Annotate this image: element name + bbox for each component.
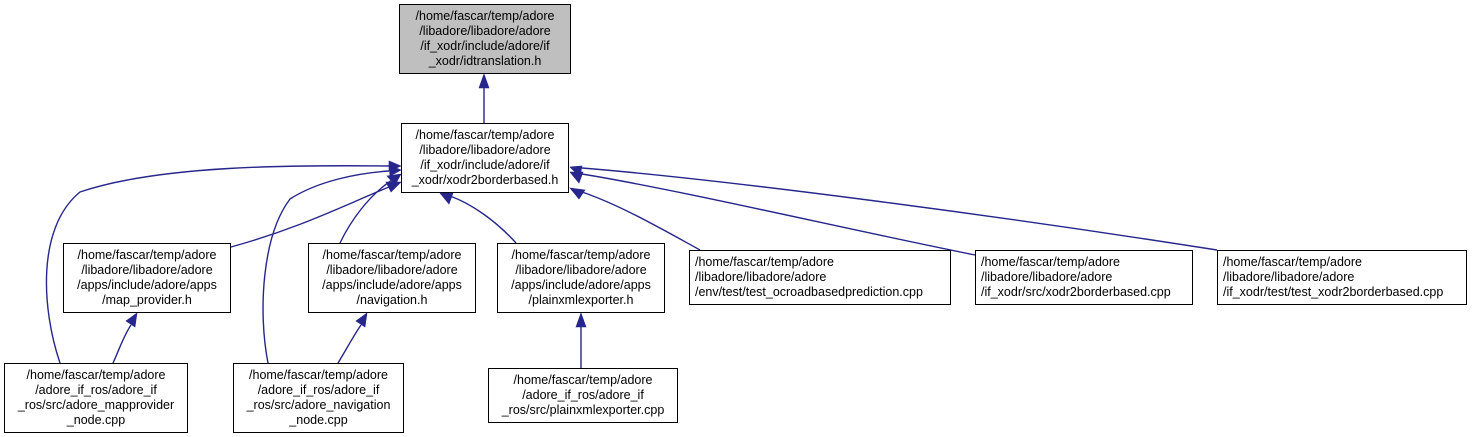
edge-mapprovider-node-to-map-provider-arrowhead [125, 312, 138, 328]
map-provider-header-node-line-3: /apps/include/adore/apps [77, 278, 217, 292]
edge-map-provider-to-xodr2borderbased-line [230, 186, 390, 248]
edge-map-provider-to-xodr2borderbased-arrowhead [385, 181, 402, 193]
plainxmlexporter-source-node[interactable]: /home/fascar/temp/adore/adore_if_ros/ado… [488, 368, 678, 423]
edge-plainxmlexporter-to-xodr2borderbased [439, 192, 517, 244]
map-provider-header-node-line-1: /home/fascar/temp/adore [77, 247, 217, 262]
xodr2borderbased-source-node[interactable]: /home/fascar/temp/adore/libadore/libador… [975, 250, 1193, 305]
plainxmlexporter-source-node-line-3: _ros/src/plainxmlexporter.cpp [501, 403, 665, 418]
xodr2borderbased-source-node-line-3: /if_xodr/src/xodr2borderbased.cpp [981, 285, 1171, 300]
test-xodr2borderbased-source-node-line-1: /home/fascar/temp/adore [1223, 254, 1362, 269]
xodr2borderbased-source-node-line-1: /home/fascar/temp/adore [981, 254, 1120, 269]
adore-navigation-node-source-node-line-3: _ros/src/adore_navigation [246, 398, 391, 412]
plainxmlexporter-source-node-line-1: /home/fascar/temp/adore [513, 372, 653, 387]
edge-navigation-to-xodr2borderbased-arrowhead [386, 173, 402, 186]
xodr2borderbased-source-node-line-2: /libadore/libadore/adore [981, 269, 1113, 284]
idtranslation-header-node-line-3: /if_xodr/include/adore/if [420, 39, 550, 53]
edge-plainxmlexporter-to-xodr2borderbased-line [449, 195, 517, 244]
plainxmlexporter-source-node-line-2: /adore_if_ros/adore_if [522, 387, 644, 402]
edge-navigation-to-xodr2borderbased-line [339, 179, 393, 244]
edge-test-ocroadbasedprediction-to-xodr2borderbased-line [581, 191, 701, 251]
edge-xodr2borderbased-to-idtranslation [478, 73, 490, 123]
map-provider-header-node-line-4: /map_provider.h [102, 293, 192, 308]
edge-xodr2borderbased-to-idtranslation-arrowhead [478, 73, 490, 89]
edge-map-provider-to-xodr2borderbased [230, 181, 402, 248]
navigation-header-node-line-3: /apps/include/adore/apps [322, 278, 462, 292]
xodr2borderbased-header-node-line-1: /home/fascar/temp/adore [415, 127, 555, 142]
edge-mapprovider-node-to-map-provider-line [112, 324, 132, 364]
plainxmlexporter-header-node-line-4: /plainxmlexporter.h [528, 293, 634, 308]
adore-navigation-node-source-node-line-2: /adore_if_ros/adore_if [257, 382, 380, 397]
test-xodr2borderbased-source-node[interactable]: /home/fascar/temp/adore/libadore/libador… [1217, 250, 1467, 305]
plainxmlexporter-header-node-line-1: /home/fascar/temp/adore [511, 247, 651, 262]
idtranslation-header-node[interactable]: /home/fascar/temp/adore/libadore/libador… [399, 4, 571, 74]
edge-mapprovider-node-to-xodr2borderbased-arrowhead [388, 160, 402, 172]
edge-navigation-node-to-navigation-line [337, 324, 362, 364]
navigation-header-node[interactable]: /home/fascar/temp/adore/libadore/libador… [308, 243, 476, 313]
edge-xodr2borderbased-cpp-to-xodr2borderbased-arrowhead [569, 171, 584, 184]
edge-test-xodr2borderbased-to-xodr2borderbased-line [581, 167, 1218, 251]
navigation-header-node-line-4: /navigation.h [356, 293, 428, 308]
edge-navigation-to-xodr2borderbased [339, 173, 402, 244]
test-xodr2borderbased-source-node-line-2: /libadore/libadore/adore [1223, 269, 1355, 284]
navigation-header-node-line-2: /libadore/libadore/adore [326, 262, 458, 277]
map-provider-header-node[interactable]: /home/fascar/temp/adore/libadore/libador… [63, 243, 231, 313]
xodr2borderbased-header-node[interactable]: /home/fascar/temp/adore/libadore/libador… [401, 123, 569, 193]
idtranslation-header-node-line-4: _xodr/idtranslation.h [428, 54, 542, 69]
test-ocroadbasedprediction-source-node[interactable]: /home/fascar/temp/adore/libadore/libador… [689, 250, 951, 305]
adore-mapprovider-node-source-node-line-1: /home/fascar/temp/adore [26, 367, 166, 382]
edge-test-ocroadbasedprediction-to-xodr2borderbased-arrowhead [569, 187, 586, 200]
edge-navigation-node-to-navigation-arrowhead [355, 312, 368, 328]
adore-mapprovider-node-source-node-line-3: _ros/src/adore_mapprovider [17, 398, 175, 412]
edge-test-xodr2borderbased-to-xodr2borderbased-arrowhead [569, 165, 583, 178]
plainxmlexporter-header-node[interactable]: /home/fascar/temp/adore/libadore/libador… [497, 243, 665, 313]
edge-plainxmlexporter-cpp-to-plainxmlexporter-h-arrowhead [575, 312, 587, 328]
adore-mapprovider-node-source-node-line-4: _node.cpp [66, 413, 126, 428]
test-ocroadbasedprediction-source-node-line-1: /home/fascar/temp/adore [695, 254, 834, 269]
test-ocroadbasedprediction-source-node-line-3: /env/test/test_ocroadbasedprediction.cpp [695, 285, 923, 300]
edge-navigation-node-to-navigation [337, 312, 368, 364]
test-xodr2borderbased-source-node-line-3: /if_xodr/test/test_xodr2borderbased.cpp [1223, 285, 1444, 300]
adore-navigation-node-source-node[interactable]: /home/fascar/temp/adore/adore_if_ros/ado… [233, 363, 404, 433]
edge-navigation-node-to-xodr2borderbased-arrowhead [388, 164, 402, 177]
plainxmlexporter-header-node-line-3: /apps/include/adore/apps [511, 278, 651, 292]
map-provider-header-node-line-2: /libadore/libadore/adore [81, 262, 213, 277]
idtranslation-header-node-line-1: /home/fascar/temp/adore [415, 8, 555, 23]
adore-mapprovider-node-source-node[interactable]: /home/fascar/temp/adore/adore_if_ros/ado… [4, 363, 188, 433]
adore-mapprovider-node-source-node-line-2: /adore_if_ros/adore_if [35, 382, 157, 397]
edge-test-ocroadbasedprediction-to-xodr2borderbased [569, 187, 701, 251]
xodr2borderbased-header-node-line-3: /if_xodr/include/adore/if [420, 158, 550, 172]
edge-test-xodr2borderbased-to-xodr2borderbased [569, 165, 1218, 251]
edge-plainxmlexporter-to-xodr2borderbased-arrowhead [439, 192, 454, 205]
xodr2borderbased-header-node-line-2: /libadore/libadore/adore [419, 142, 551, 157]
test-ocroadbasedprediction-source-node-line-2: /libadore/libadore/adore [695, 269, 827, 284]
xodr2borderbased-header-node-line-4: _xodr/xodr2borderbased.h [411, 173, 559, 188]
navigation-header-node-line-1: /home/fascar/temp/adore [322, 247, 462, 262]
edge-mapprovider-node-to-map-provider [112, 312, 138, 364]
idtranslation-header-node-line-2: /libadore/libadore/adore [419, 23, 551, 38]
adore-navigation-node-source-node-line-1: /home/fascar/temp/adore [249, 367, 388, 382]
edge-plainxmlexporter-cpp-to-plainxmlexporter-h [575, 312, 587, 368]
plainxmlexporter-header-node-line-2: /libadore/libadore/adore [515, 262, 647, 277]
adore-navigation-node-source-node-line-4: _node.cpp [289, 413, 348, 428]
